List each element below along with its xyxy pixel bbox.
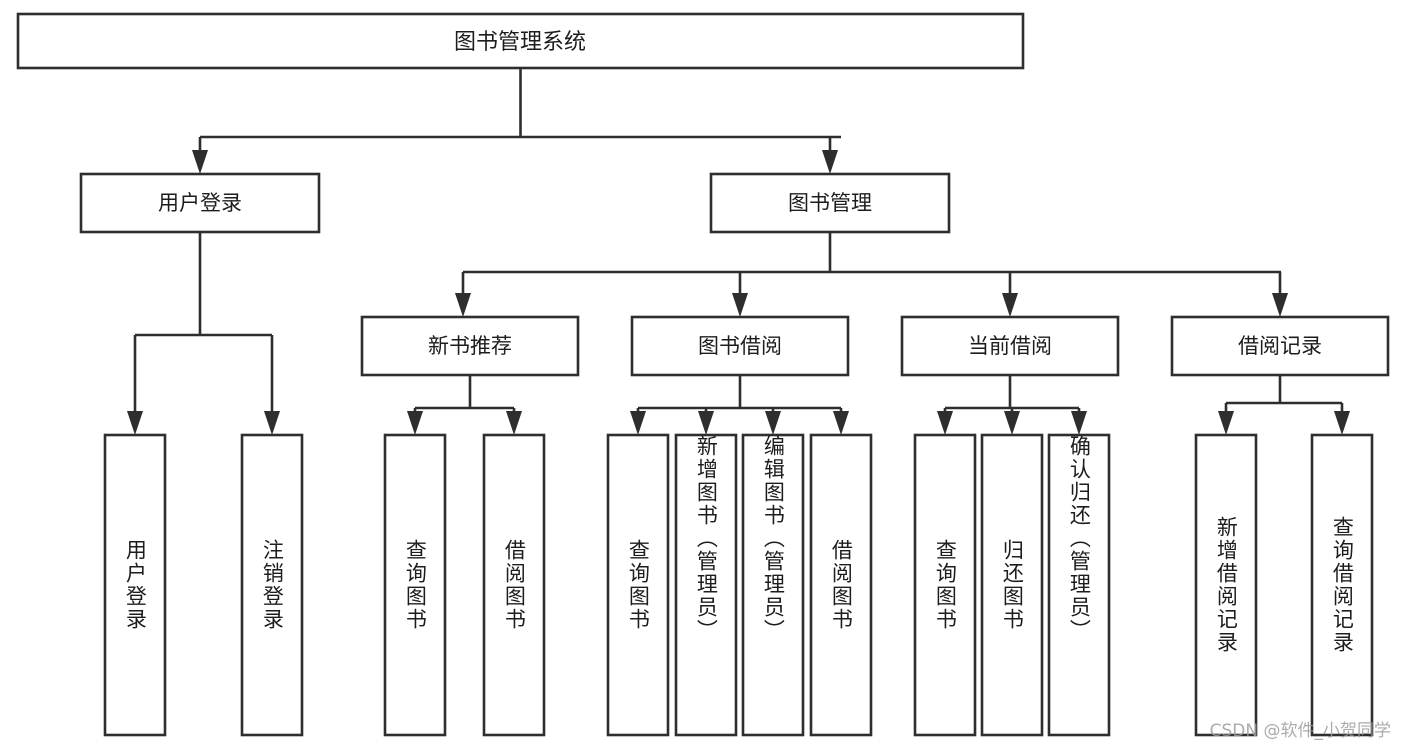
arrow-head-leaf-user-login: [127, 411, 143, 435]
arrow-head-leaf-confirm-return: [1071, 411, 1087, 435]
node-borrow-record-label: 借阅记录: [1238, 334, 1322, 358]
arrow-head-leaf-borrow-book-1: [506, 411, 522, 435]
node-new-book-recommend-box[interactable]: [360, 315, 580, 377]
connectors-layer: [127, 68, 1350, 435]
node-current-borrow[interactable]: 当前借阅: [900, 315, 1120, 377]
node-leaf-add-book-box[interactable]: [674, 433, 738, 737]
node-leaf-borrow-book-2-box[interactable]: [809, 433, 873, 737]
arrow-head-book-borrow: [732, 293, 748, 317]
node-book-manage[interactable]: 图书管理: [709, 172, 951, 234]
arrow-head-leaf-query-book-1: [407, 411, 423, 435]
arrow-head-leaf-add-record: [1218, 411, 1234, 435]
nodes-layer: 图书管理系统 用户登录 图书管理 新书推荐 图书借阅 当前: [16, 12, 1390, 737]
node-borrow-record-box[interactable]: [1170, 315, 1390, 377]
node-borrow-record[interactable]: 借阅记录: [1170, 315, 1390, 377]
node-leaf-user-login-box[interactable]: [103, 433, 167, 737]
node-new-book-recommend[interactable]: 新书推荐: [360, 315, 580, 377]
arrow-head-leaf-borrow-book-2: [833, 411, 849, 435]
arrow-head-leaf-logout: [264, 411, 280, 435]
arrow-head-borrow-record: [1272, 293, 1288, 317]
node-leaf-query-book-2-box[interactable]: [606, 433, 670, 737]
node-leaf-query-record-box[interactable]: [1310, 433, 1374, 737]
node-leaf-return-book-box[interactable]: [980, 433, 1044, 737]
arrow-head-new-book-recommend: [455, 293, 471, 317]
node-leaf-add-record-box[interactable]: [1194, 433, 1258, 737]
arrow-head-book-manage: [822, 150, 838, 174]
node-root-label: 图书管理系统: [454, 30, 586, 55]
node-user-login-box[interactable]: [79, 172, 321, 234]
arrow-head-current-borrow: [1002, 293, 1018, 317]
node-root-box[interactable]: [16, 12, 1025, 70]
node-current-borrow-label: 当前借阅: [968, 334, 1052, 358]
arrow-head-leaf-add-book: [698, 411, 714, 435]
node-leaf-query-book-3-box[interactable]: [913, 433, 977, 737]
node-user-login[interactable]: 用户登录: [79, 172, 321, 234]
node-book-borrow[interactable]: 图书借阅: [630, 315, 850, 377]
node-book-borrow-box[interactable]: [630, 315, 850, 377]
node-root[interactable]: 图书管理系统: [16, 12, 1025, 70]
leaf-nodes-layer: [103, 433, 1374, 737]
node-new-book-recommend-label: 新书推荐: [428, 334, 512, 358]
arrow-head-leaf-edit-book: [765, 411, 781, 435]
arrow-head-leaf-query-book-2: [630, 411, 646, 435]
arrow-head-leaf-return-book: [1004, 411, 1020, 435]
node-book-manage-label: 图书管理: [788, 191, 872, 215]
node-leaf-borrow-book-1-box[interactable]: [482, 433, 546, 737]
node-book-borrow-label: 图书借阅: [698, 334, 782, 358]
node-user-login-label: 用户登录: [158, 191, 242, 215]
node-current-borrow-box[interactable]: [900, 315, 1120, 377]
arrow-head-user-login: [192, 150, 208, 174]
node-leaf-confirm-return-box[interactable]: [1047, 433, 1111, 737]
arrow-head-leaf-query-record: [1334, 411, 1350, 435]
node-leaf-query-book-1-box[interactable]: [383, 433, 447, 737]
arrow-head-leaf-query-book-3: [937, 411, 953, 435]
node-book-manage-box[interactable]: [709, 172, 951, 234]
csdn-watermark: CSDN @软件_小贺同学: [1209, 721, 1391, 741]
node-leaf-logout-box[interactable]: [240, 433, 304, 737]
node-leaf-edit-book-box[interactable]: [741, 433, 805, 737]
